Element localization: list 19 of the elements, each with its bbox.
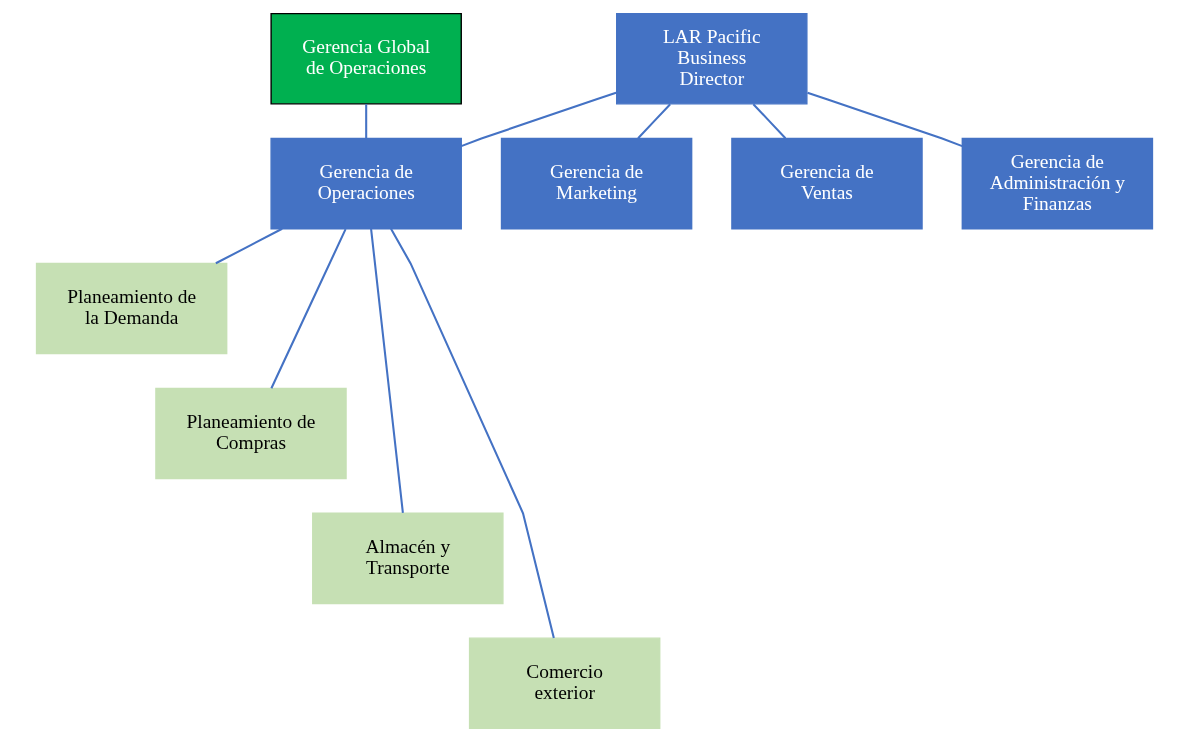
node-box: Comercio exterior xyxy=(468,637,661,730)
node-box: Almacén y Transporte xyxy=(312,512,504,605)
node-box: Gerencia de Operaciones xyxy=(270,137,462,230)
node-box: Gerencia de Ventas xyxy=(731,137,923,230)
node-box: Planeamiento de la Demanda xyxy=(35,262,228,355)
connector xyxy=(637,103,671,139)
connector xyxy=(390,228,555,639)
connector xyxy=(460,91,617,148)
connector xyxy=(370,228,404,513)
connector xyxy=(752,103,787,139)
node-box: Gerencia Global de Operaciones xyxy=(270,12,462,105)
node-box: Planeamiento de Compras xyxy=(155,387,347,480)
connector xyxy=(807,91,963,148)
node-box: Gerencia de Administración y Finanzas xyxy=(961,137,1154,230)
node-box: LAR Pacific Business Director xyxy=(616,12,808,105)
connector xyxy=(365,104,368,139)
node-box: Gerencia de Marketing xyxy=(500,137,693,230)
connector xyxy=(215,227,283,265)
connector xyxy=(270,228,347,389)
